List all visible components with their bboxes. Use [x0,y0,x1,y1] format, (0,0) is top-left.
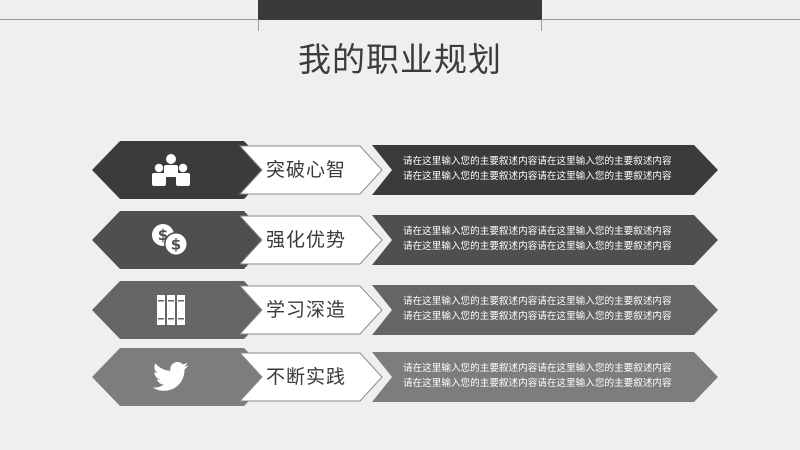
plan-description: 请在这里输入您的主要叙述内容请在这里输入您的主要叙述内容 请在这里输入您的主要叙… [403,296,672,322]
plan-row-3: 学习深造 请在这里输入您的主要叙述内容请在这里输入您的主要叙述内容 请在这里输入… [0,280,800,340]
team-icon [142,150,200,190]
description-arrow [372,145,718,195]
title-tab-tick-left [258,19,259,31]
plan-row-2: $ $ 强化优势 请在这里输入您的主要叙述内容请在这里输入您的主要叙述内容 请在… [0,210,800,270]
books-icon [142,290,200,330]
row-shapes [92,348,718,406]
dollar-coins-icon: $ $ [142,220,200,260]
label-chevron [238,145,383,195]
title-tab-tick-right [541,19,542,31]
plan-label: 强化优势 [265,229,346,251]
description-arrow [372,215,718,265]
row-shapes [92,141,718,199]
svg-text:$: $ [158,226,168,244]
plan-row-1: 突破心智 请在这里输入您的主要叙述内容请在这里输入您的主要叙述内容 请在这里输入… [0,140,800,200]
plan-label: 学习深造 [265,299,346,321]
label-chevron [238,215,383,265]
label-chevron [238,285,383,335]
plan-description: 请在这里输入您的主要叙述内容请在这里输入您的主要叙述内容 请在这里输入您的主要叙… [403,156,672,182]
plan-label: 突破心智 [265,159,346,181]
title-tab-bar [258,0,542,20]
plan-description: 请在这里输入您的主要叙述内容请在这里输入您的主要叙述内容 请在这里输入您的主要叙… [403,363,672,389]
slide-title: 我的职业规划 [298,40,502,79]
label-chevron [238,352,383,402]
plan-description: 请在这里输入您的主要叙述内容请在这里输入您的主要叙述内容 请在这里输入您的主要叙… [403,226,672,252]
plan-row-4: 不断实践 请在这里输入您的主要叙述内容请在这里输入您的主要叙述内容 请在这里输入… [0,347,800,407]
svg-text:$: $ [171,236,181,254]
twitter-bird-icon [142,357,200,397]
description-arrow [372,285,718,335]
description-arrow [372,352,718,402]
plan-label: 不断实践 [265,366,346,388]
